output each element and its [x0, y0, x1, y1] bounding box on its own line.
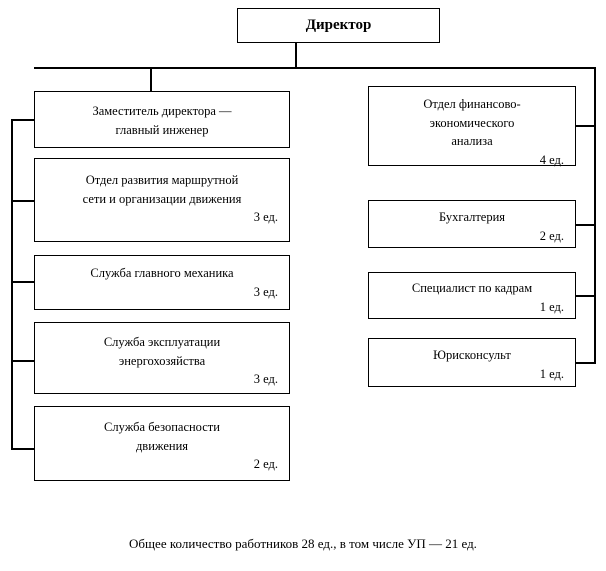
node-count: 2 ед.: [539, 228, 564, 243]
connector-left-trunk: [11, 119, 13, 449]
node-count: 1 ед.: [539, 299, 564, 314]
node-director[interactable]: Директор: [237, 8, 440, 43]
node-power-operation-service[interactable]: Служба эксплуатации энергохозяйства 3 ед…: [34, 322, 290, 394]
node-count: 2 ед.: [253, 457, 278, 471]
connector-right-trunk: [594, 67, 596, 363]
node-chief-mechanic-service[interactable]: Служба главного механика 3 ед.: [34, 255, 290, 310]
connector-left-stub-2: [11, 200, 35, 202]
connector-root-drop: [295, 43, 297, 68]
node-count: 3 ед.: [253, 372, 278, 386]
node-deputy-director[interactable]: Заместитель директора — главный инженер: [34, 91, 290, 148]
connector-left-stub-5: [11, 448, 35, 450]
connector-right-stub-4: [575, 362, 596, 364]
connector-right-stub-2: [575, 224, 596, 226]
node-title: Заместитель директора — главный инженер: [92, 104, 232, 137]
connector-left-stub-4: [11, 360, 35, 362]
node-count: 1 ед.: [539, 366, 564, 381]
node-count: 4 ед.: [539, 152, 564, 167]
node-hr-specialist[interactable]: Специалист по кадрам 1 ед.: [368, 272, 576, 319]
node-title: Бухгалтерия: [438, 210, 506, 224]
connector-left-stub-1: [11, 119, 35, 121]
node-accounting[interactable]: Бухгалтерия 2 ед.: [368, 200, 576, 248]
node-route-network-department[interactable]: Отдел развития маршрутной сети и организ…: [34, 158, 290, 242]
connector-main-bus: [34, 67, 596, 69]
node-title: Служба главного механика: [90, 266, 234, 280]
node-title: Отдел развития маршрутной сети и организ…: [82, 173, 242, 206]
node-title: Служба эксплуатации энергохозяйства: [103, 335, 221, 368]
node-count: 3 ед.: [253, 210, 278, 224]
node-title: Юрисконсульт: [433, 348, 511, 362]
node-count: 3 ед.: [253, 284, 278, 299]
node-title: Отдел финансово- экономического анализа: [423, 97, 521, 148]
node-title: Специалист по кадрам: [411, 281, 533, 295]
node-legal-counsel[interactable]: Юрисконсульт 1 ед.: [368, 338, 576, 387]
total-headcount-note: Общее количество работников 28 ед., в то…: [129, 536, 477, 551]
connector-left-drop: [150, 67, 152, 92]
connector-right-stub-3: [575, 295, 596, 297]
node-title: Служба безопасности движения: [104, 420, 220, 453]
connector-right-stub-1: [575, 125, 596, 127]
node-traffic-safety-service[interactable]: Служба безопасности движения 2 ед.: [34, 406, 290, 481]
node-financial-analysis-department[interactable]: Отдел финансово- экономического анализа …: [368, 86, 576, 167]
node-director-label: Директор: [305, 17, 372, 34]
connector-left-stub-3: [11, 281, 35, 283]
